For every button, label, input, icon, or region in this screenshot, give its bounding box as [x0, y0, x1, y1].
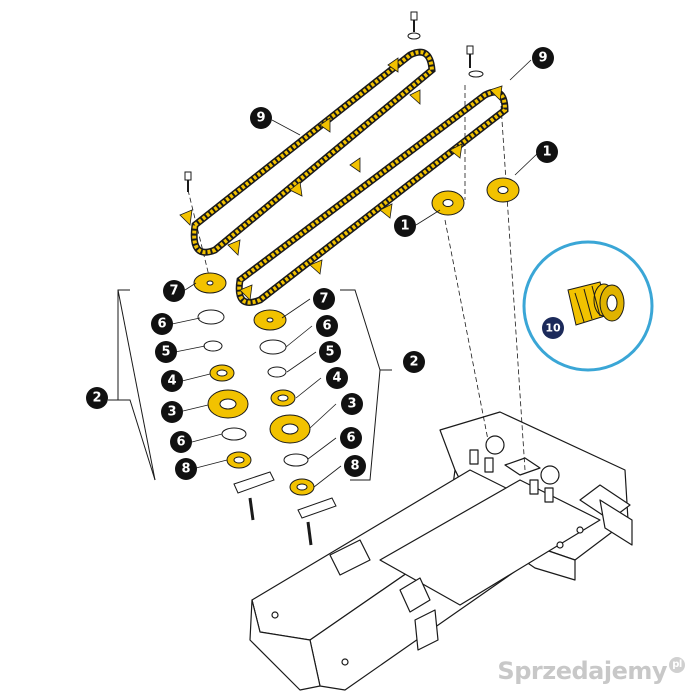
svg-text:4: 4	[332, 371, 341, 386]
svg-text:8: 8	[350, 459, 359, 474]
bracket-right	[340, 289, 392, 481]
svg-text:5: 5	[325, 345, 334, 360]
svg-text:7: 7	[169, 284, 178, 299]
left-stack	[193, 272, 275, 521]
svg-text:3: 3	[347, 397, 356, 412]
svg-text:10: 10	[545, 322, 561, 335]
bracket-left	[108, 289, 156, 481]
callout-8-right: 8	[344, 455, 366, 477]
svg-text:2: 2	[409, 355, 418, 370]
svg-text:9: 9	[538, 51, 547, 66]
callout-8-left: 8	[175, 458, 197, 480]
detail-highlight	[522, 240, 654, 372]
svg-text:2: 2	[92, 391, 101, 406]
callout-1a: 1	[536, 141, 558, 163]
callout-10: 10	[542, 317, 564, 339]
callout-6-left: 6	[151, 313, 173, 335]
callout-2-left: 2	[86, 387, 108, 409]
part-10-coupling	[567, 281, 625, 326]
svg-text:7: 7	[319, 292, 328, 307]
chain-bolts	[184, 11, 484, 192]
svg-text:1: 1	[542, 145, 551, 160]
svg-text:4: 4	[167, 374, 176, 389]
callout-1b: 1	[394, 215, 416, 237]
svg-text:6: 6	[346, 431, 355, 446]
callout-3-left: 3	[161, 401, 183, 423]
callout-9b: 9	[532, 47, 554, 69]
chain-left	[190, 48, 436, 256]
callout-7-right: 7	[313, 288, 335, 310]
callout-6-left-2: 6	[170, 431, 192, 453]
callout-5-left: 5	[155, 341, 177, 363]
callout-4-right: 4	[326, 367, 348, 389]
callout-6-right: 6	[316, 315, 338, 337]
svg-text:3: 3	[167, 405, 176, 420]
callout-5-right: 5	[319, 341, 341, 363]
chain-paddles	[179, 57, 503, 301]
svg-text:6: 6	[176, 435, 185, 450]
callout-2-right: 2	[403, 351, 425, 373]
svg-text:6: 6	[157, 317, 166, 332]
sprocket-upper-1	[431, 190, 465, 216]
callout-6-right-2: 6	[340, 427, 362, 449]
watermark-badge: pl	[669, 657, 685, 673]
callout-7-left: 7	[163, 280, 185, 302]
svg-text:1: 1	[400, 219, 409, 234]
callout-9a: 9	[250, 107, 272, 129]
frame-chassis	[249, 411, 633, 691]
watermark-text: Sprzedajemy	[497, 657, 667, 685]
svg-text:6: 6	[322, 319, 331, 334]
sprocket-upper-2	[486, 177, 520, 203]
callout-4-left: 4	[161, 370, 183, 392]
callout-3-right: 3	[341, 393, 363, 415]
svg-text:5: 5	[161, 345, 170, 360]
svg-text:8: 8	[181, 462, 190, 477]
svg-text:9: 9	[256, 111, 265, 126]
